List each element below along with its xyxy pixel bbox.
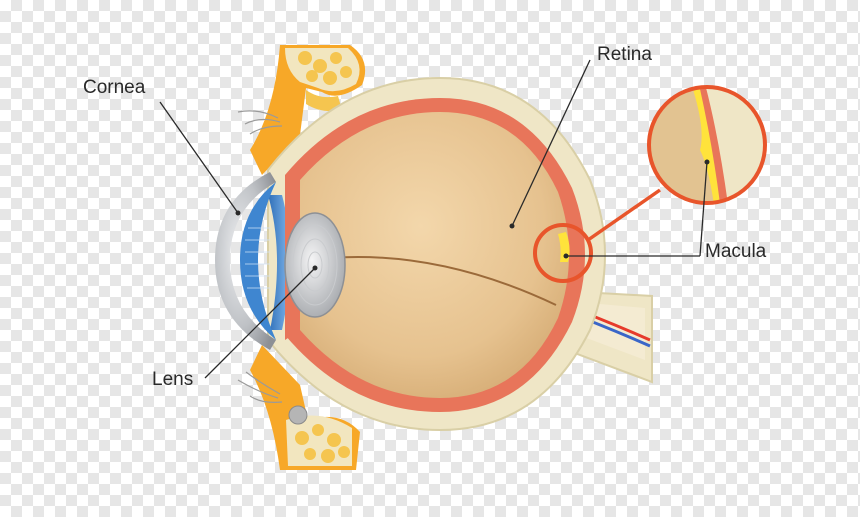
lens-leader [204,267,316,379]
macula-callout-ring-small [533,223,593,283]
vitreous-body [300,112,569,398]
cornea-label: Cornea [83,77,146,98]
cornea [215,172,276,350]
macula-inset-leader [699,161,708,257]
retina-label: Retina [597,44,652,65]
leader-dots [235,159,710,271]
upper-orbital-fat [250,45,366,175]
leader-lines [159,59,708,379]
vitreous-seam [329,255,557,306]
eyelashes [237,110,283,403]
retina-leader [511,59,591,227]
macula-label: Macula [705,241,767,262]
cornea-leader [159,101,239,214]
lens-label: Lens [152,369,194,390]
macula-magnified-inset [647,85,767,205]
lower-orbital-fat [250,345,360,470]
lens [284,212,346,318]
callout-connector [587,188,661,242]
